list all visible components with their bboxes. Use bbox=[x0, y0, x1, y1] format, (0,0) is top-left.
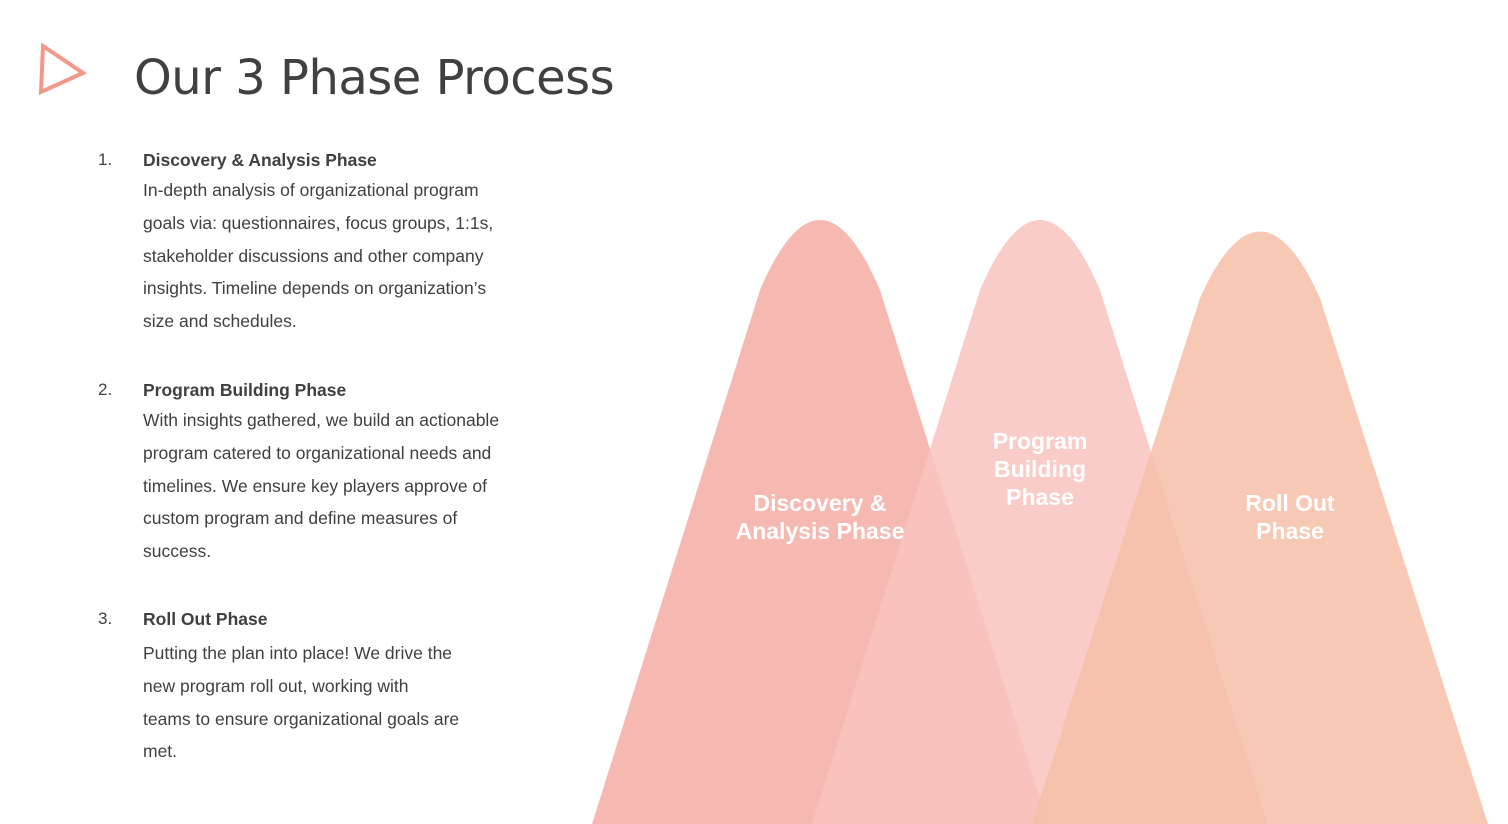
list-number: 2. bbox=[98, 380, 113, 399]
list-item-body: Program Building Phase With insights gat… bbox=[143, 376, 543, 568]
play-triangle-icon bbox=[38, 42, 88, 96]
list-item-title: Discovery & Analysis Phase bbox=[143, 150, 377, 170]
peak-label-line: Building bbox=[994, 456, 1086, 482]
peak-roll-out bbox=[1032, 231, 1488, 824]
list-item-line: size and schedules. bbox=[143, 311, 297, 332]
peak-label-line: Phase bbox=[1006, 484, 1074, 510]
list-item-line: goals via: questionnaires, focus groups,… bbox=[143, 212, 494, 233]
list-item-line: teams to ensure organizational goals are bbox=[143, 708, 460, 729]
list-item-body: Discovery & Analysis Phase In-depth anal… bbox=[143, 146, 543, 338]
peak-label-discovery: Discovery & Analysis Phase bbox=[700, 489, 940, 545]
list-item-line: custom program and define measures of bbox=[143, 508, 458, 529]
list-item-line: success. bbox=[143, 541, 212, 562]
page-title: Our 3 Phase Process bbox=[134, 50, 615, 106]
list-item-line: insights. Timeline depends on organizati… bbox=[143, 278, 487, 299]
peak-label-line: Analysis Phase bbox=[735, 518, 905, 544]
list-item-line: timelines. We ensure key players approve… bbox=[143, 475, 488, 496]
list-item-title: Program Building Phase bbox=[143, 380, 347, 400]
list-number: 1. bbox=[98, 150, 113, 169]
peak-label-roll-out: Roll Out Phase bbox=[1190, 489, 1390, 545]
peak-label-line: Phase bbox=[1256, 518, 1324, 544]
list-item-line: stakeholder discussions and other compan… bbox=[143, 245, 484, 266]
list-item-body: Roll Out Phase Putting the plan into pla… bbox=[143, 605, 543, 768]
list-item-line: With insights gathered, we build an acti… bbox=[143, 410, 500, 430]
list-item-line: In-depth analysis of organizational prog… bbox=[143, 180, 479, 200]
list-item-line: Putting the plan into place! We drive th… bbox=[143, 643, 453, 663]
list-item-line: program catered to organizational needs … bbox=[143, 442, 492, 463]
peak-label-line: Roll Out bbox=[1245, 490, 1335, 516]
list-number: 3. bbox=[98, 609, 113, 628]
peak-label-program-building: Program Building Phase bbox=[940, 427, 1140, 511]
peak-label-line: Discovery & bbox=[753, 490, 887, 516]
list-item-title: Roll Out Phase bbox=[143, 609, 268, 629]
list-item-line: new program roll out, working with bbox=[143, 675, 409, 696]
peak-label-line: Program bbox=[992, 428, 1088, 454]
list-item-line: met. bbox=[143, 741, 178, 762]
